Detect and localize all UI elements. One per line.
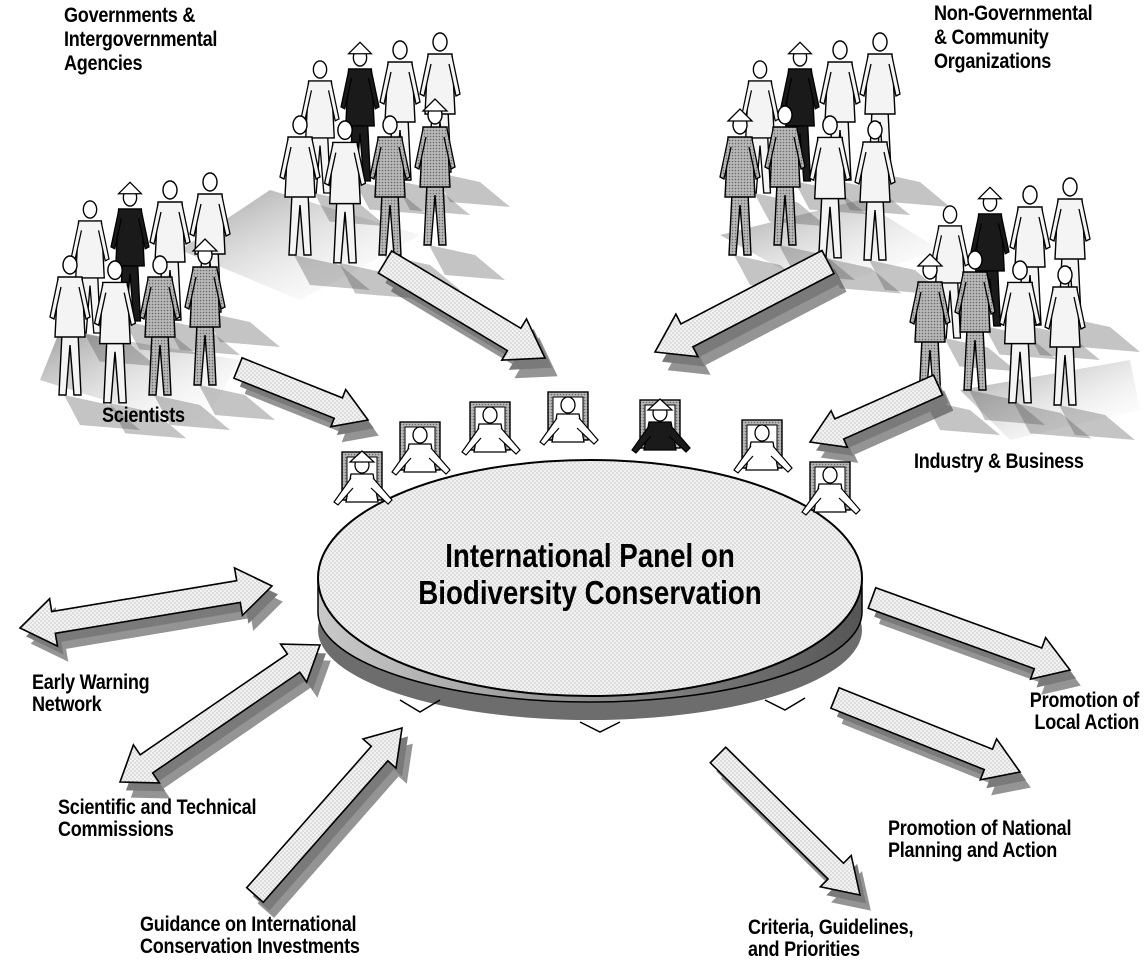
- panel-member-5: [631, 398, 691, 454]
- center-title: International Panel on Biodiversity Cons…: [372, 537, 809, 611]
- label-ngos-line3: Organizations: [934, 50, 1052, 73]
- group-industry-person-6: [954, 250, 1045, 425]
- arrow-early-warning: [18, 566, 283, 662]
- label-governments-line3: Agencies: [64, 52, 143, 75]
- label-ngos-line2: & Community: [934, 26, 1049, 49]
- arrow-scientists-in: [232, 356, 379, 443]
- group-industry-person-8: [1044, 265, 1135, 440]
- center-title-line2: Biodiversity Conservation: [418, 574, 762, 611]
- label-commissions-line1: Scientific and Technical: [58, 796, 257, 819]
- label-investments-line1: Guidance on International: [140, 913, 357, 936]
- arrow-local: [867, 586, 1081, 695]
- group-governments-person-8: [414, 98, 505, 280]
- label-scientists: Scientists: [102, 404, 185, 428]
- group-scientists-person-7: [139, 255, 230, 430]
- arrow-national: [829, 686, 1031, 796]
- arrow-ngos-in: [653, 249, 847, 375]
- group-scientists-person-8: [184, 238, 275, 420]
- label-criteria-line2: and Priorities: [748, 938, 860, 961]
- group-ngos-person-6: [764, 105, 855, 280]
- group-ngos: [719, 32, 950, 295]
- label-governments: Governments & Intergovernmental Agencies: [64, 4, 217, 76]
- panel-member-4: [539, 391, 599, 446]
- group-scientists: [49, 172, 280, 439]
- label-criteria-line1: Criteria, Guidelines,: [748, 916, 914, 939]
- panel-member-1: [333, 450, 393, 506]
- label-national: Promotion of National Planning and Actio…: [888, 818, 1071, 862]
- center-title-line1: International Panel on: [445, 537, 735, 574]
- label-governments-line2: Intergovernmental: [64, 28, 218, 51]
- label-national-line2: Planning and Action: [888, 839, 1058, 862]
- label-ngos: Non-Governmental & Community Organizatio…: [934, 2, 1093, 74]
- label-national-line1: Promotion of National: [888, 817, 1072, 840]
- panel-member-3: [461, 401, 521, 456]
- arrow-governments-in: [377, 249, 558, 379]
- round-table: [317, 459, 863, 733]
- group-scientists-person-5: [49, 255, 140, 430]
- group-ngos-person-7: [808, 115, 902, 294]
- group-ngos-person-8: [854, 120, 945, 295]
- panel-member-2: [391, 421, 451, 476]
- arrow-industry-in: [808, 373, 954, 463]
- label-investments: Guidance on International Conservation I…: [140, 914, 360, 958]
- group-ngos-person-4: [740, 60, 827, 227]
- group-scientists-person-6: [93, 260, 187, 439]
- arrow-investments: [245, 726, 413, 918]
- label-early-warning-line2: Network: [32, 693, 102, 716]
- label-local-line2: Local Action: [1034, 711, 1139, 734]
- panel-member-7: [801, 461, 861, 516]
- label-industry-line1: Industry & Business: [914, 450, 1084, 473]
- group-governments: [279, 32, 510, 299]
- label-local: Promotion of Local Action: [1029, 689, 1140, 734]
- group-industry-person-7: [998, 260, 1092, 439]
- arrow-commissions: [118, 643, 331, 799]
- label-commissions: Scientific and Technical Commissions: [58, 797, 256, 841]
- group-industry: [909, 177, 1140, 440]
- label-governments-line1: Governments &: [64, 4, 196, 27]
- label-commissions-line2: Commissions: [58, 818, 174, 841]
- label-criteria: Criteria, Guidelines, and Priorities: [748, 917, 913, 961]
- label-local-line1: Promotion of: [1029, 689, 1140, 712]
- group-governments-person-3: [379, 40, 470, 215]
- panel-members: [333, 391, 861, 516]
- label-industry: Industry & Business: [914, 450, 1084, 474]
- label-ngos-line1: Non-Governmental: [934, 2, 1093, 25]
- label-early-warning-line1: Early Warning: [32, 671, 150, 694]
- label-early-warning: Early Warning Network: [32, 671, 150, 716]
- stakeholder-groups: [49, 32, 1140, 440]
- group-governments-person-5: [279, 115, 370, 290]
- flow-arrows: [18, 249, 1081, 918]
- panel-member-6: [733, 419, 793, 474]
- label-scientists-line1: Scientists: [102, 404, 185, 427]
- label-investments-line2: Conservation Investments: [140, 935, 360, 958]
- arrow-criteria: [709, 746, 871, 911]
- group-scientists-person-4: [189, 172, 280, 347]
